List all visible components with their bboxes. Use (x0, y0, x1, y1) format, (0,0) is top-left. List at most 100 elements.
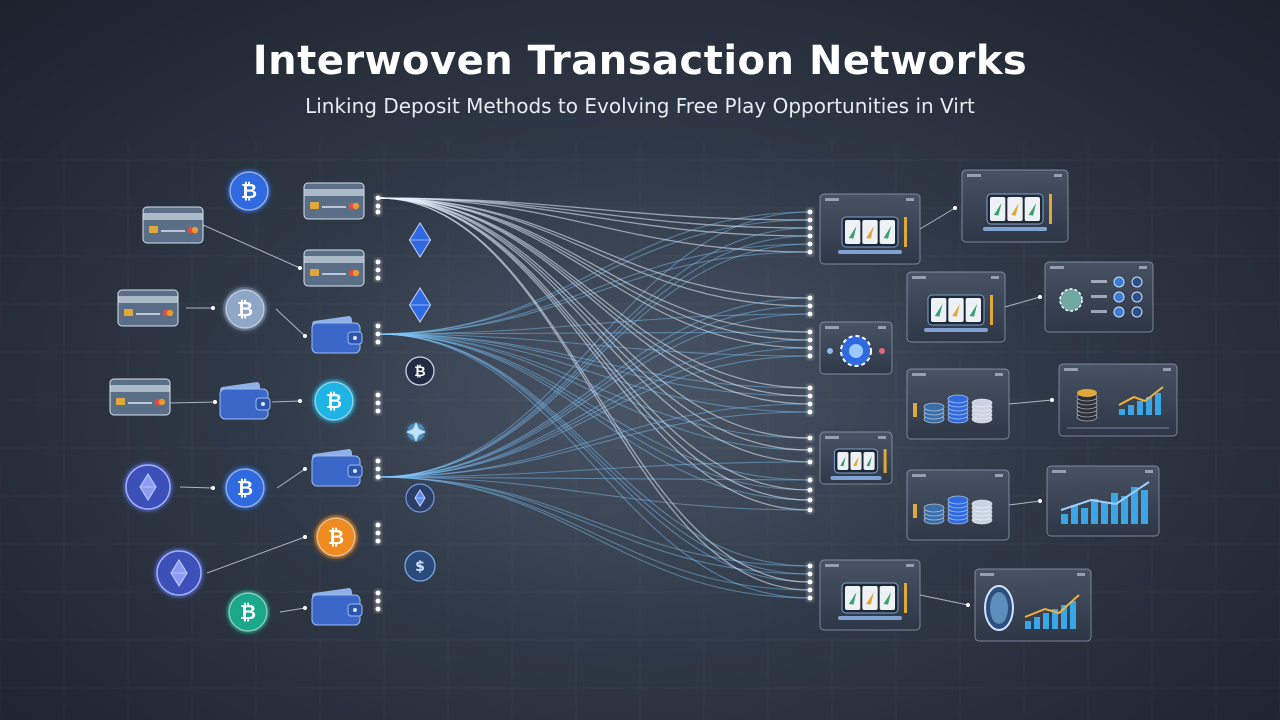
target-dot (807, 353, 813, 359)
svg-text:₿: ₿ (328, 525, 344, 549)
chip-panel (819, 321, 893, 375)
credit-card-icon (109, 378, 171, 416)
target-dot (807, 209, 813, 215)
flow-line (377, 313, 811, 335)
target-dot (807, 563, 813, 569)
flow-line (377, 411, 811, 478)
connector-dot (298, 266, 302, 270)
target-dot (807, 595, 813, 601)
target-dot (807, 337, 813, 343)
page-title: Interwoven Transaction Networks (252, 38, 1028, 84)
flow-line (377, 197, 811, 451)
flow-line (377, 331, 811, 335)
source-dot (375, 209, 381, 215)
connector-line (1008, 399, 1053, 405)
slot-panel (819, 431, 893, 485)
flow-line (377, 333, 811, 583)
connector-line (276, 468, 306, 489)
target-dot (807, 329, 813, 335)
connector-line (275, 308, 306, 337)
slot-panel (819, 193, 921, 265)
connector-links (169, 206, 1054, 613)
flow-line (377, 197, 811, 439)
target-dot (807, 579, 813, 585)
flow-line (377, 333, 811, 481)
connector-line (1008, 500, 1041, 506)
flow-line (377, 197, 811, 299)
target-dot (807, 401, 813, 407)
source-dot (375, 331, 381, 337)
source-dot (375, 203, 381, 209)
connector-dot (303, 334, 307, 338)
connector-dot (1050, 398, 1054, 402)
chips-toggle-panel (1044, 261, 1154, 333)
flow-line (377, 243, 811, 335)
target-dot (807, 225, 813, 231)
bitcoin-coin-icon: ₿ (223, 287, 267, 331)
target-dot (807, 233, 813, 239)
source-dot (375, 606, 381, 612)
flow-line (377, 476, 811, 481)
svg-text:₿: ₿ (237, 297, 253, 321)
flow-line (377, 333, 811, 599)
page-subtitle: Linking Deposit Methods to Evolving Free… (305, 94, 975, 118)
flow-line (377, 219, 811, 335)
bitcoin-coin-icon: ₿ (314, 515, 358, 559)
flow-line (377, 313, 811, 478)
target-dot (807, 459, 813, 465)
connector-dot (303, 467, 307, 471)
free-play-opportunities (819, 169, 1178, 642)
flow-line (377, 476, 811, 591)
flow-line (377, 211, 811, 335)
flow-line (377, 197, 811, 397)
svg-text:₿: ₿ (241, 179, 257, 203)
slot-panel (906, 271, 1006, 343)
flow-line (377, 197, 811, 389)
source-dot (375, 598, 381, 604)
flow-line (377, 476, 811, 511)
flow-line (377, 476, 811, 575)
flow-line (377, 403, 811, 478)
flow-line (377, 461, 811, 478)
target-dot (807, 487, 813, 493)
credit-card-icon (303, 249, 365, 287)
connector-line (206, 536, 306, 574)
flow-line (377, 333, 811, 451)
flow-line (377, 333, 811, 501)
target-dot (807, 587, 813, 593)
connector-line (1004, 296, 1041, 308)
source-dot (375, 466, 381, 472)
wallet-icon (311, 588, 363, 626)
flow-line (377, 333, 811, 491)
ethereum-icon (408, 287, 432, 323)
flow-line (377, 333, 811, 567)
slot-panel (961, 169, 1069, 243)
connector-dot (213, 400, 217, 404)
connector-line (179, 486, 214, 489)
source-dot (375, 267, 381, 273)
wallet-icon (311, 449, 363, 487)
source-dot (375, 275, 381, 281)
target-dot (807, 497, 813, 503)
deposit-methods: ₿₿₿₿₿₿$₿ (109, 169, 436, 634)
flow-line (377, 197, 811, 221)
bar-chart-panel (1046, 465, 1160, 537)
chip-stack-panel (906, 368, 1010, 440)
chip-stack-panel (906, 469, 1010, 541)
source-dot (375, 323, 381, 329)
connector-line (271, 400, 301, 403)
flow-line (377, 197, 811, 591)
flow-line (377, 347, 811, 478)
source-dot (375, 458, 381, 464)
credit-card-icon (117, 289, 179, 327)
flow-line (377, 333, 811, 439)
ethereum-small-icon (405, 483, 435, 513)
svg-text:₿: ₿ (414, 364, 425, 380)
source-dot (375, 474, 381, 480)
connector-dot (298, 399, 302, 403)
connector-dot (211, 306, 215, 310)
growth-chart-panel (1058, 363, 1178, 437)
source-dot (375, 339, 381, 345)
wallet-icon (311, 316, 363, 354)
